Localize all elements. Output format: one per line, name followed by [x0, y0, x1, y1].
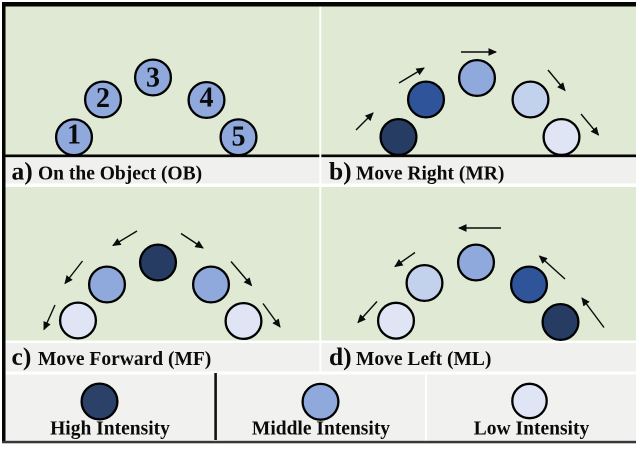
svg-text:High Intensity: High Intensity [50, 419, 170, 440]
svg-text:Low Intensity: Low Intensity [474, 419, 590, 440]
svg-text:b): b) [329, 157, 352, 186]
svg-text:4: 4 [200, 82, 214, 113]
svg-text:c): c) [12, 342, 32, 371]
svg-text:d): d) [329, 342, 352, 371]
svg-text:On the Object (OB): On the Object (OB) [38, 164, 202, 185]
svg-text:Middle Intensity: Middle Intensity [252, 419, 390, 440]
svg-text:1: 1 [67, 120, 81, 151]
svg-text:2: 2 [96, 83, 110, 114]
svg-text:Move Forward (MF): Move Forward (MF) [38, 349, 211, 370]
svg-text:5: 5 [232, 121, 246, 152]
svg-text:a): a) [12, 157, 33, 186]
svg-text:Move Left (ML): Move Left (ML) [356, 349, 491, 370]
svg-text:3: 3 [146, 63, 160, 94]
svg-text:Move Right (MR): Move Right (MR) [356, 164, 504, 185]
